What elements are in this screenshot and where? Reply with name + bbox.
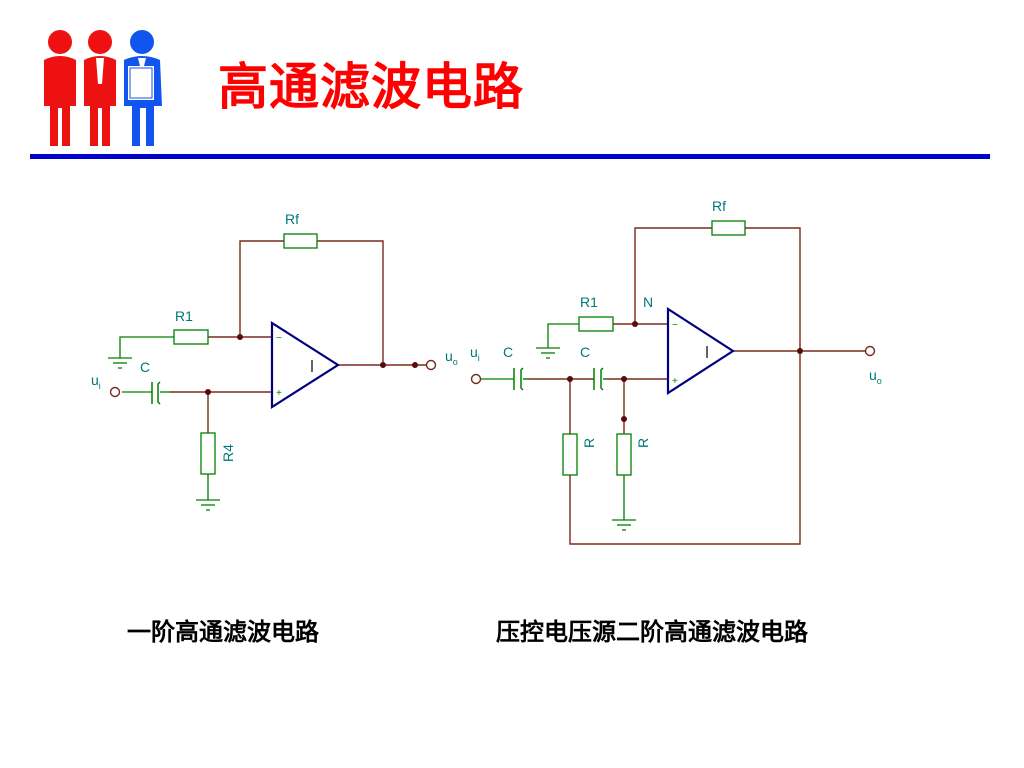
label-rf: Rf [285,211,299,227]
label-r4: R4 [220,444,236,462]
ground-icon [107,349,133,369]
label-c: C [140,359,150,375]
people-logo-icon [44,30,162,146]
page-title: 高通滤波电路 [218,58,524,116]
label-c2: C [580,344,590,360]
opamp-2 [666,306,736,396]
resistor-r1 [173,329,209,345]
input-terminal [109,386,121,398]
second-order-highpass-circuit: Rf R1 N C C R R − + [470,198,882,545]
capacitor-c [151,381,161,405]
label-uo: uo [445,348,458,367]
output-terminal [425,359,437,371]
svg-text:+: + [276,388,282,399]
capacitor-c2 [593,367,607,391]
first-order-highpass-circuit: Rf R1 C R4 − + ui uo [91,211,458,511]
resistor-r-b [616,433,632,476]
caption-first-order: 一阶高通滤波电路 [127,618,319,646]
ground-icon [195,491,221,511]
resistor-rf [711,220,746,236]
label-n: N [643,294,653,310]
input-terminal [470,373,482,385]
circuit2-wires [529,227,866,545]
label-ui: ui [470,344,480,363]
svg-text:−: − [276,333,282,344]
label-r1: R1 [580,294,598,310]
resistor-r4 [200,432,216,475]
svg-text:+: + [672,376,678,387]
resistor-rf [283,233,318,249]
caption-second-order: 压控电压源二阶高通滤波电路 [496,618,808,646]
opamp-1 [270,320,341,410]
label-ui: ui [91,372,101,391]
label-c1: C [503,344,513,360]
resistor-r-a [562,433,578,476]
title-underline [30,154,990,159]
label-r1: R1 [175,308,193,324]
ground-icon [611,511,637,531]
capacitor-c1 [513,367,529,391]
label-r-a: R [581,438,597,448]
resistor-r1 [578,316,614,332]
svg-text:−: − [672,320,678,331]
label-uo: uo [869,367,882,386]
label-rf: Rf [712,198,726,214]
output-terminal [864,345,876,357]
ground-icon [535,339,561,359]
label-r-b: R [635,438,651,448]
